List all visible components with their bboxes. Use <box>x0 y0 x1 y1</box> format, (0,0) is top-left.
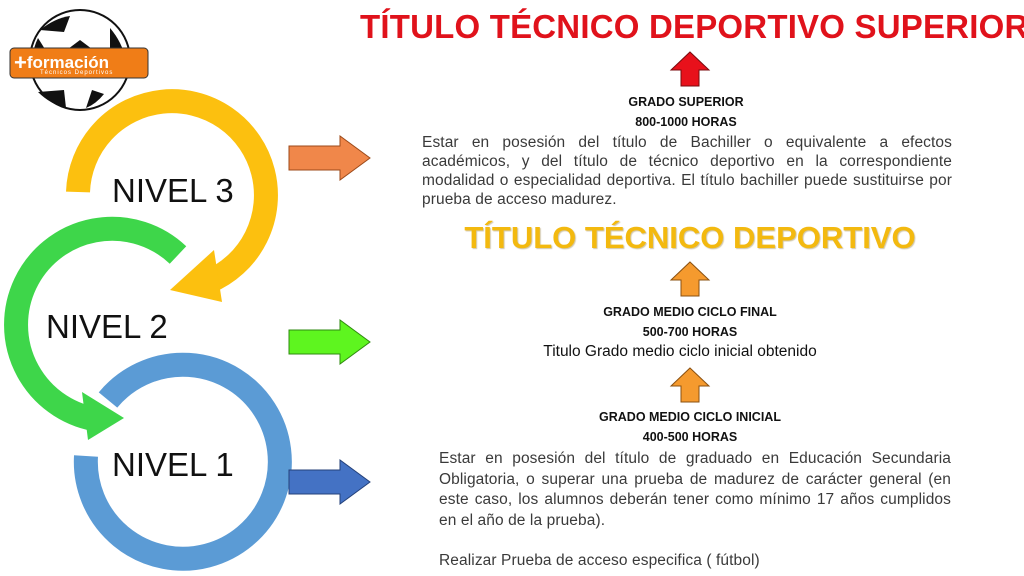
grado-medio-inicial-hours: 400-500 HORAS <box>642 430 738 444</box>
title-tecnico: TÍTULO TÉCNICO DEPORTIVO <box>464 220 916 255</box>
logo: +formación <box>14 50 109 76</box>
nivel1-label: NIVEL 1 <box>112 446 234 483</box>
logo-plus-icon: + <box>14 50 27 75</box>
grado-superior-name: GRADO SUPERIOR <box>628 95 744 109</box>
arrow-up-orange-top <box>669 261 711 297</box>
grado-medio-inicial-extra: Realizar Prueba de acceso especifica ( f… <box>439 552 760 569</box>
logo-brand: formación <box>26 53 110 72</box>
logo-subtitle: Técnicos Deportivos <box>40 70 114 76</box>
title-superior: TÍTULO TÉCNICO DEPORTIVO SUPERIOR <box>360 8 1024 45</box>
nivel3-label: NIVEL 3 <box>112 172 234 209</box>
arrow-up-red <box>669 51 711 87</box>
grado-superior-hours: 800-1000 HORAS <box>635 115 737 129</box>
arrow-right-nivel2 <box>288 319 371 365</box>
arrow-right-nivel3 <box>288 135 371 181</box>
nivel2-label: NIVEL 2 <box>46 308 168 345</box>
grado-medio-inicial-name: GRADO MEDIO CICLO INICIAL <box>599 410 781 424</box>
arrow-right-nivel1 <box>288 459 371 505</box>
grado-superior-requirement: Estar en posesión del título de Bachille… <box>422 134 952 208</box>
grado-medio-final-hours: 500-700 HORAS <box>642 325 738 339</box>
grado-medio-final-requirement: Titulo Grado medio ciclo inicial obtenid… <box>543 343 817 360</box>
grado-medio-inicial-requirement: Estar en posesión del título de graduado… <box>439 450 951 529</box>
grado-medio-final-name: GRADO MEDIO CICLO FINAL <box>603 305 777 319</box>
logo-banner <box>9 47 149 79</box>
nivel1-cycle-arrow <box>73 352 292 571</box>
nivel2-cycle-arrow <box>4 216 187 440</box>
nivel3-cycle-arrow <box>66 89 278 302</box>
arrow-up-orange-bottom <box>669 367 711 403</box>
